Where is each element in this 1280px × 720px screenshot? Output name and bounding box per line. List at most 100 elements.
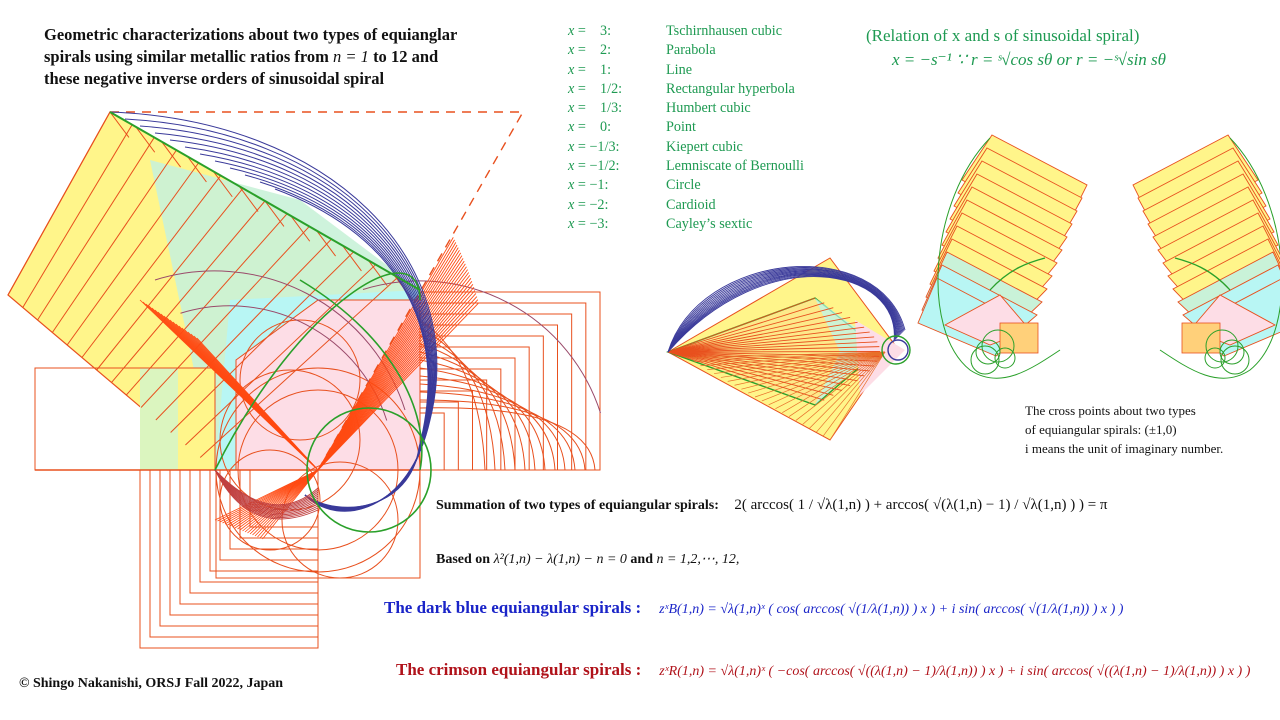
page-title: Geometric characterizations about two ty… [44, 24, 524, 90]
tooth-line [135, 126, 156, 153]
metallic-ratio-equation: λ²(1,n) − λ(1,n) − n = 0 [493, 552, 627, 567]
curve-list-item: x = −1/2:Lemniscate of Bernoulli [568, 157, 804, 176]
fan-ray [317, 299, 479, 471]
title-text: spirals using similar metallic ratios fr… [44, 47, 334, 66]
curve-x-value: x = −2: [568, 196, 609, 213]
middle-fan-line [741, 351, 886, 390]
wing-green-circle [970, 345, 1000, 375]
curve-list-item: x = 3: Tschirnhausen cubic [568, 22, 804, 41]
cross-note-line-2: of equiangular spirals: (±1,0) [1025, 422, 1177, 437]
square-division-line [111, 200, 266, 383]
curve-name: Tschirnhausen cubic [666, 23, 783, 39]
copyright-notice: © Shingo Nakanishi, ORSJ Fall 2022, Japa… [19, 676, 284, 691]
fan-ray [317, 293, 477, 471]
middle-fan-line [667, 351, 870, 372]
tooth-line [342, 245, 362, 272]
cyan-strip [140, 368, 178, 470]
wing-green-circle [994, 347, 1016, 369]
middle-fan-line [816, 351, 886, 433]
tooth-line [316, 230, 336, 257]
square-division-line [155, 238, 332, 421]
curve-list-item: x = 1/3:Humbert cubic [568, 99, 804, 118]
middle-fan-line [667, 351, 858, 382]
crimson-spiral-equation: The crimson equiangular spirals : zˣR(1,… [396, 660, 1250, 680]
square-division-line [125, 213, 288, 396]
middle-fan-line [667, 317, 851, 353]
curve-name: Line [666, 61, 692, 78]
crimson-label: The crimson equiangular spirals : [396, 660, 642, 679]
cross-note-line-1: The cross points about two types [1025, 403, 1196, 418]
square-division-line [37, 137, 155, 321]
curve-x-value: x = 2: [568, 42, 612, 59]
square-division-line [7, 111, 111, 296]
curve-list-item: x = 2:Parabola [568, 41, 804, 60]
square-division-line [140, 226, 310, 408]
square-division-line [96, 187, 244, 371]
dark-blue-spiral-equation: The dark blue equiangular spirals : zˣB(… [384, 598, 1123, 618]
curve-x-value: x = 3: [568, 23, 612, 39]
tooth-line [264, 200, 285, 227]
crimson-formula: zˣR(1,n) = √λ(1,n)ˣ ( −cos( arccos( √((λ… [659, 664, 1251, 679]
middle-fan-line [667, 336, 875, 353]
wing-green-circle [1219, 339, 1245, 365]
wing-green-arc [989, 257, 1046, 291]
right-arc [419, 327, 496, 471]
fan-ray [196, 337, 319, 471]
curve-list-item: x = 1:Line [568, 61, 804, 80]
main-figure [7, 111, 601, 649]
title-text: and [407, 47, 439, 66]
right-arc [419, 399, 586, 471]
fan-ray [317, 296, 478, 471]
title-number: 12 [390, 47, 408, 66]
green-curve [299, 279, 423, 471]
cross-note-line-3: i means the unit of imaginary number. [1025, 441, 1224, 456]
summation-label: Summation of two types of equiangular sp… [436, 498, 719, 513]
green-curve [214, 272, 421, 471]
curve-name: Lemniscate of Bernoulli [666, 158, 804, 175]
dark-blue-label: The dark blue equiangular spirals : [384, 598, 642, 617]
wing-green-curve [937, 137, 1061, 379]
right-arc [419, 407, 596, 471]
based-on-equation: Based on λ²(1,n) − λ(1,n) − n = 0 and n … [436, 551, 739, 568]
curve-name: Point [666, 119, 696, 136]
curve-list-item: x = −2: Cardioid [568, 196, 804, 215]
construction-circle [237, 389, 399, 551]
middle-fan-line [802, 351, 886, 425]
middle-figure [665, 257, 911, 441]
summation-formula: 2( arccos( 1 / √λ(1,n) ) + arccos( √(λ(1… [734, 497, 1108, 513]
middle-fan-line [748, 351, 886, 394]
fan-ray [252, 469, 319, 536]
fan-ray [317, 290, 476, 471]
right-arc [419, 359, 536, 471]
curve-name: Kiepert cubic [666, 138, 743, 155]
tooth-line [290, 215, 311, 242]
curve-x-value: x = −1: [568, 177, 609, 194]
middle-fan-line [788, 351, 886, 417]
wing-green-arc [1174, 257, 1231, 291]
right-arc [419, 343, 516, 471]
crimson-spiral [214, 469, 319, 506]
square-division-line [199, 276, 399, 458]
curve-list-item: x = 1/2:Rectangular hyperbola [568, 80, 804, 99]
tooth-line [367, 260, 388, 287]
fan-ray [317, 302, 480, 471]
title-line-1: Geometric characterizations about two ty… [44, 25, 458, 44]
curve-name: Cardioid [666, 196, 716, 213]
square-division-line [81, 175, 222, 358]
middle-fan-line [667, 297, 816, 353]
middle-fan-line [667, 302, 825, 353]
dashed-guide [110, 111, 525, 471]
curve-name: Circle [666, 177, 701, 194]
curve-x-value: x = −3: [568, 215, 609, 232]
tooth-line [212, 171, 233, 198]
middle-fan-line [714, 351, 886, 374]
middle-fan-line [667, 321, 858, 353]
middle-fan-line [667, 307, 834, 353]
tooth-line [187, 156, 207, 183]
title-line-2: spirals using similar metallic ratios fr… [44, 46, 524, 68]
middle-fan-line [667, 351, 881, 353]
right-arc [419, 375, 556, 471]
middle-fan-line [667, 351, 875, 367]
